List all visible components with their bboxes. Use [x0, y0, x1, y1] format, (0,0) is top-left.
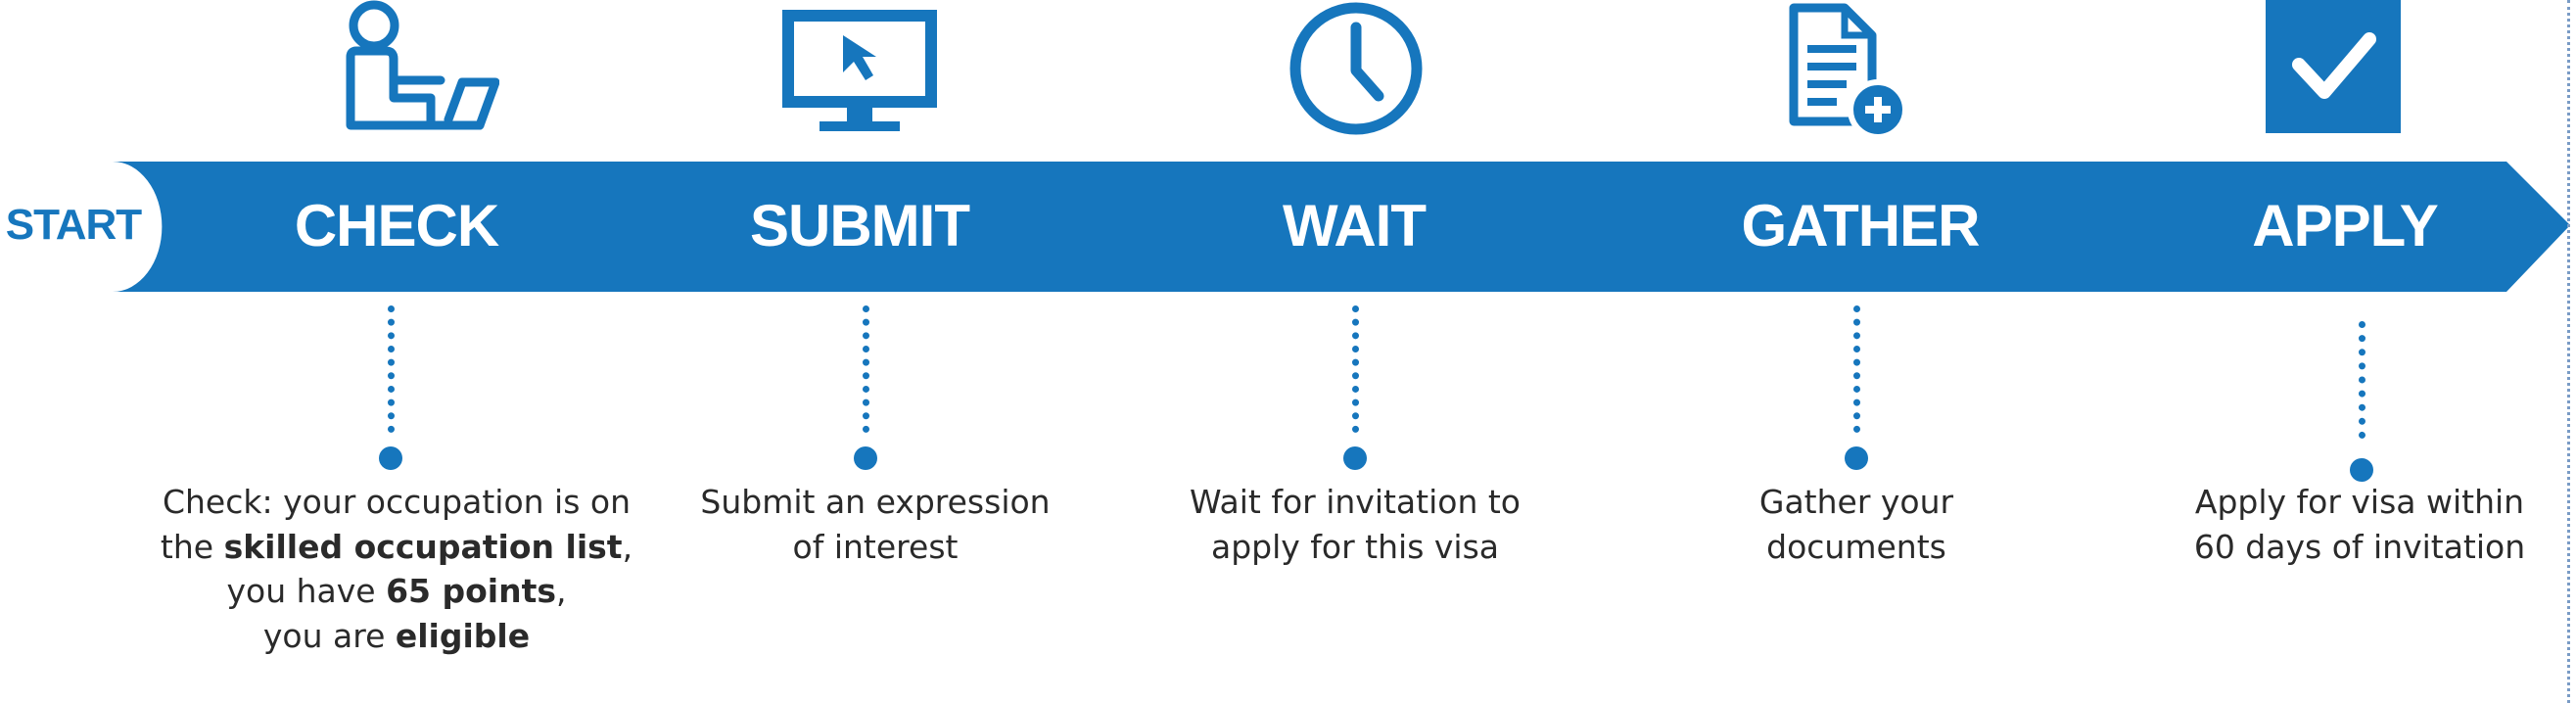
- dot-check: [379, 446, 402, 470]
- desc-text: Submit an expression: [700, 483, 1051, 521]
- clock-icon: [1289, 2, 1423, 135]
- document-add-icon: [1789, 3, 1908, 140]
- monitor-cursor-icon: [782, 10, 937, 131]
- dot-submit: [854, 446, 877, 470]
- desc-text: you have: [226, 572, 387, 611]
- desc-text: 60 days of invitation: [2193, 527, 2526, 566]
- dot-wait: [1343, 446, 1367, 470]
- desc-emphasis: skilled occupation list: [223, 527, 623, 566]
- person-at-laptop-icon: [346, 0, 499, 130]
- step-title-gather: GATHER: [1741, 192, 1981, 258]
- dot-gather: [1845, 446, 1868, 470]
- step-title-submit: SUBMIT: [750, 192, 970, 258]
- step-title-check: CHECK: [294, 192, 499, 258]
- desc-text: Wait for invitation to: [1190, 483, 1521, 521]
- desc-text: documents: [1766, 527, 1946, 566]
- dot-apply: [2350, 458, 2373, 482]
- step-desc-check: Check: your occupation is on the skilled …: [122, 480, 671, 658]
- checkmark-icon: [2266, 0, 2401, 133]
- step-desc-gather: Gather your documents: [1582, 480, 2131, 569]
- desc-text: ,: [622, 527, 633, 566]
- connector-gather: [1853, 305, 1870, 433]
- connector-submit: [863, 305, 879, 433]
- desc-text: apply for this visa: [1211, 527, 1499, 566]
- start-label: START: [5, 201, 142, 249]
- step-desc-apply: Apply for visa within 60 days of invitati…: [2085, 480, 2576, 569]
- desc-text: the: [160, 527, 224, 566]
- desc-text: Gather your: [1758, 483, 1954, 521]
- connector-check: [388, 305, 404, 433]
- desc-text: Apply for visa within: [2194, 483, 2525, 521]
- page-edge-divider: [2567, 0, 2570, 703]
- desc-text: Check: your occupation is on: [162, 483, 632, 521]
- step-title-wait: WAIT: [1283, 192, 1427, 258]
- desc-text: of interest: [792, 527, 959, 566]
- desc-text: ,: [556, 572, 567, 611]
- step-desc-wait: Wait for invitation to apply for this vis…: [1081, 480, 1629, 569]
- desc-emphasis: eligible: [395, 616, 531, 655]
- connector-apply: [2359, 321, 2375, 439]
- connector-wait: [1352, 305, 1369, 433]
- step-desc-submit: Submit an expression of interest: [601, 480, 1149, 569]
- step-title-apply: APPLY: [2252, 192, 2439, 258]
- desc-text: you are: [262, 616, 396, 655]
- desc-emphasis: 65 points: [386, 572, 557, 611]
